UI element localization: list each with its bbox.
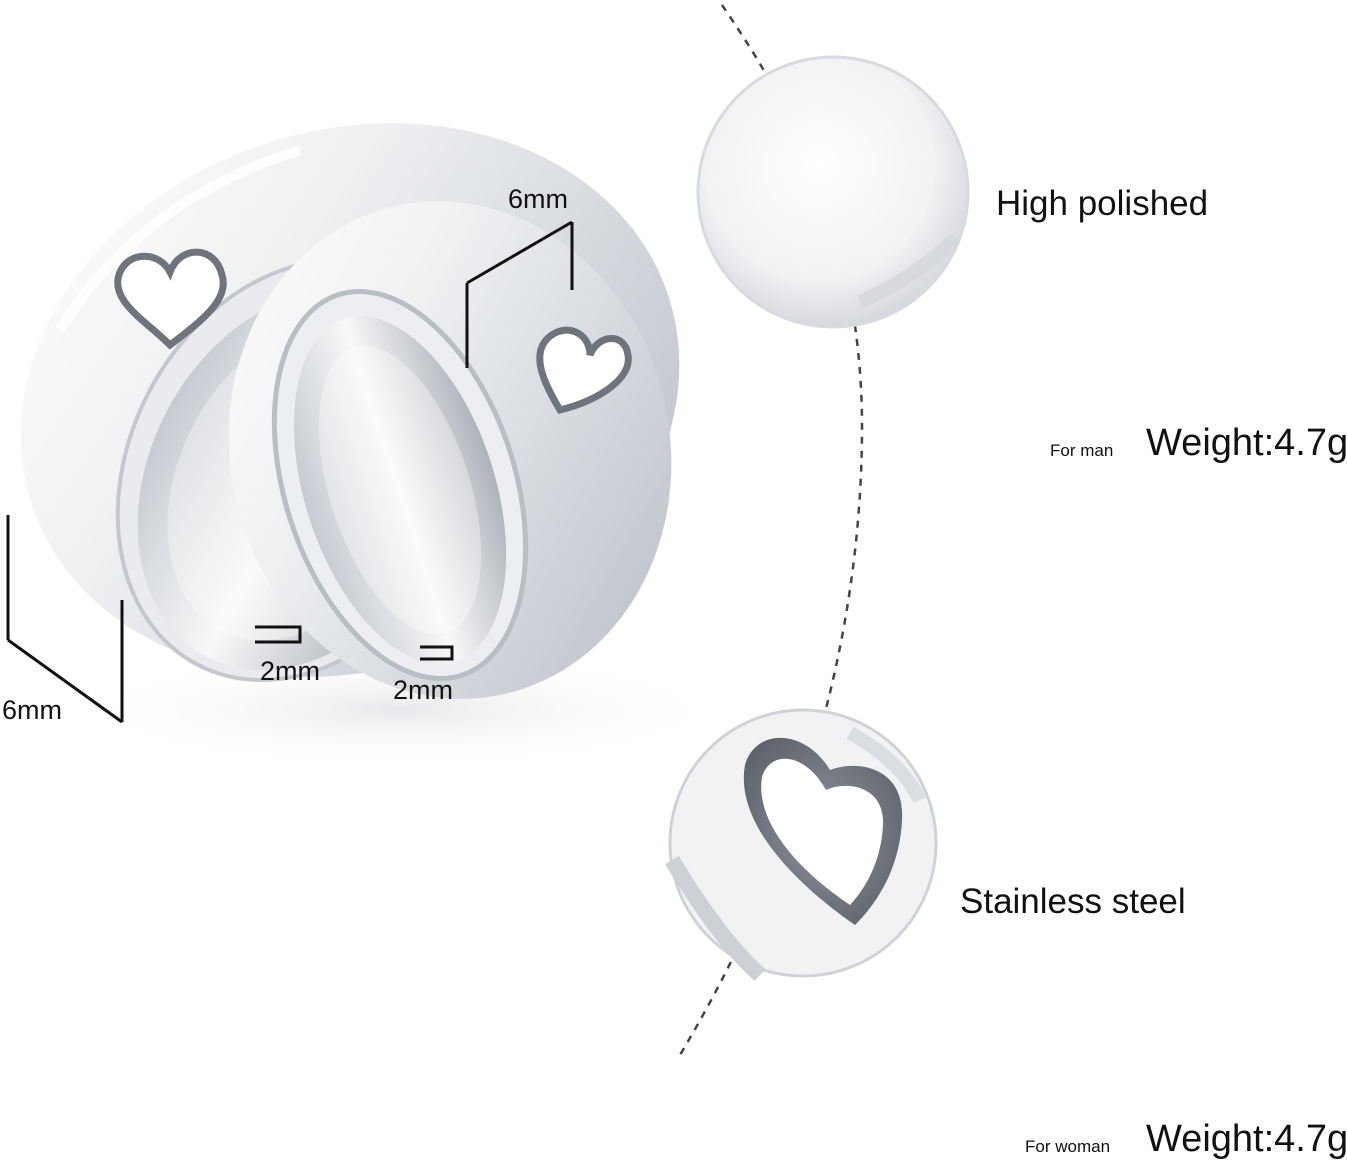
heart-cutout-man	[114, 248, 227, 350]
weight-man-caption: For man	[1050, 441, 1114, 460]
weight-man-value: Weight:4.7g	[1146, 422, 1347, 464]
floor-shadow	[70, 650, 730, 770]
dimension-label-left: 6mm	[2, 695, 62, 725]
steel-detail-circle	[665, 708, 938, 982]
polished-detail-circle	[696, 55, 970, 329]
feature-polished-label: High polished	[996, 184, 1209, 223]
thickness-label-man: 2mm	[260, 656, 320, 686]
woman-ring	[228, 201, 672, 699]
dimension-label-top: 6mm	[508, 184, 568, 214]
weight-woman-value: Weight:4.7g	[1146, 1118, 1347, 1160]
feature-material-label: Stainless steel	[960, 882, 1186, 921]
weight-woman-caption: For woman	[1025, 1137, 1111, 1156]
thickness-label-woman: 2mm	[393, 675, 453, 705]
heart-cutout-woman	[536, 326, 632, 415]
dimension-lines	[6, 220, 574, 724]
